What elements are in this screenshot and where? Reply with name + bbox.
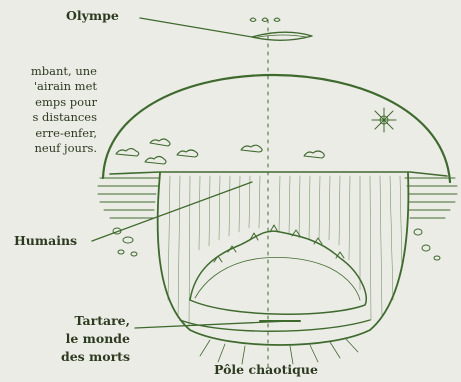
- earth-edge-right: [405, 178, 457, 218]
- label-tartare: Tartare, le monde des morts: [61, 312, 130, 366]
- star-icon: [372, 108, 396, 132]
- inner-dome: [190, 231, 366, 314]
- tartare-line: le monde: [61, 330, 130, 348]
- label-olympe: Olympe: [66, 8, 119, 23]
- tartare-line: Tartare,: [61, 312, 130, 330]
- sky-dome: [103, 75, 450, 182]
- chaotic-rays: [200, 338, 358, 364]
- humains-leader: [92, 182, 252, 241]
- earth-edge-left: [98, 178, 160, 218]
- tartare-leader: [135, 321, 290, 328]
- label-humains: Humains: [14, 233, 77, 248]
- stones: [113, 228, 440, 260]
- olympe-leader: [140, 18, 258, 38]
- pit-hatching: [168, 176, 402, 326]
- label-pole-chaotique: Pôle chaotique: [214, 362, 318, 377]
- clouds: [116, 139, 324, 164]
- tartare-line: des morts: [61, 348, 130, 366]
